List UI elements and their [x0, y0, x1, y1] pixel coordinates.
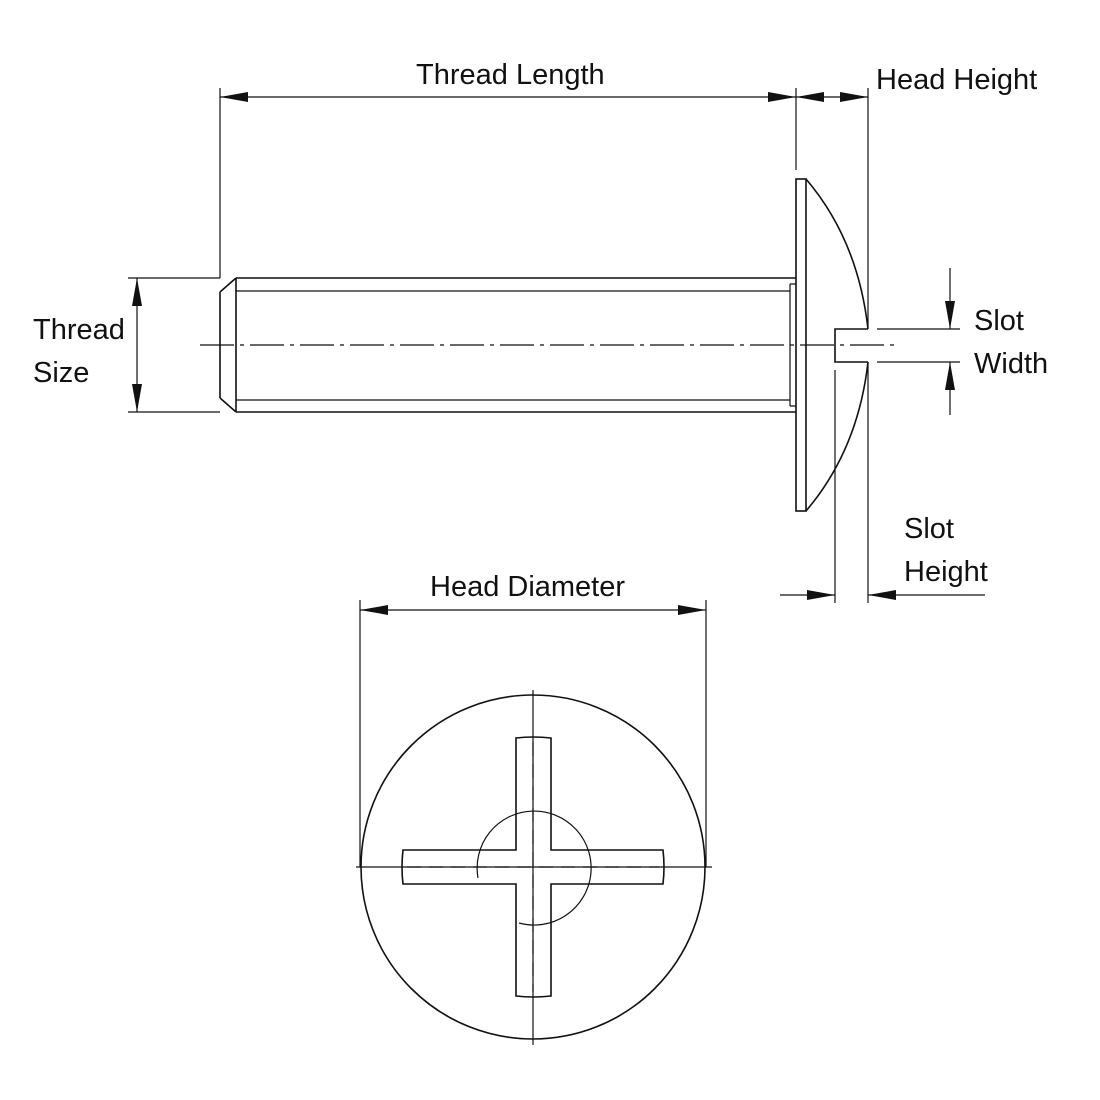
slot-height-line2: Height: [904, 556, 988, 588]
thread-size-label: Thread Size: [33, 309, 125, 395]
thread-length-dimension: [219, 88, 869, 328]
slot-height-line1: Slot: [904, 513, 954, 545]
slot-width-line1: Slot: [974, 305, 1024, 337]
thread-size-line1: Thread: [33, 314, 125, 346]
thread-length-label: Thread Length: [416, 59, 605, 91]
slot-width-line2: Width: [974, 348, 1049, 380]
phillips-cross-recess: [401, 736, 665, 998]
slot-width-dimension: [877, 268, 960, 415]
slot-height-label: Slot Height: [904, 508, 988, 594]
thread-size-dimension: [128, 277, 220, 413]
slot-height-dimension: [780, 362, 985, 603]
recess-circle: [476, 810, 592, 926]
screw-head-top-view: [356, 690, 712, 1045]
head-diameter-dimension: [359, 600, 707, 867]
head-height-label: Head Height: [876, 64, 1038, 96]
head-diameter-label: Head Diameter: [430, 571, 626, 603]
thread-size-line2: Size: [33, 357, 90, 389]
slot-width-label: Slot Width: [974, 300, 1048, 386]
